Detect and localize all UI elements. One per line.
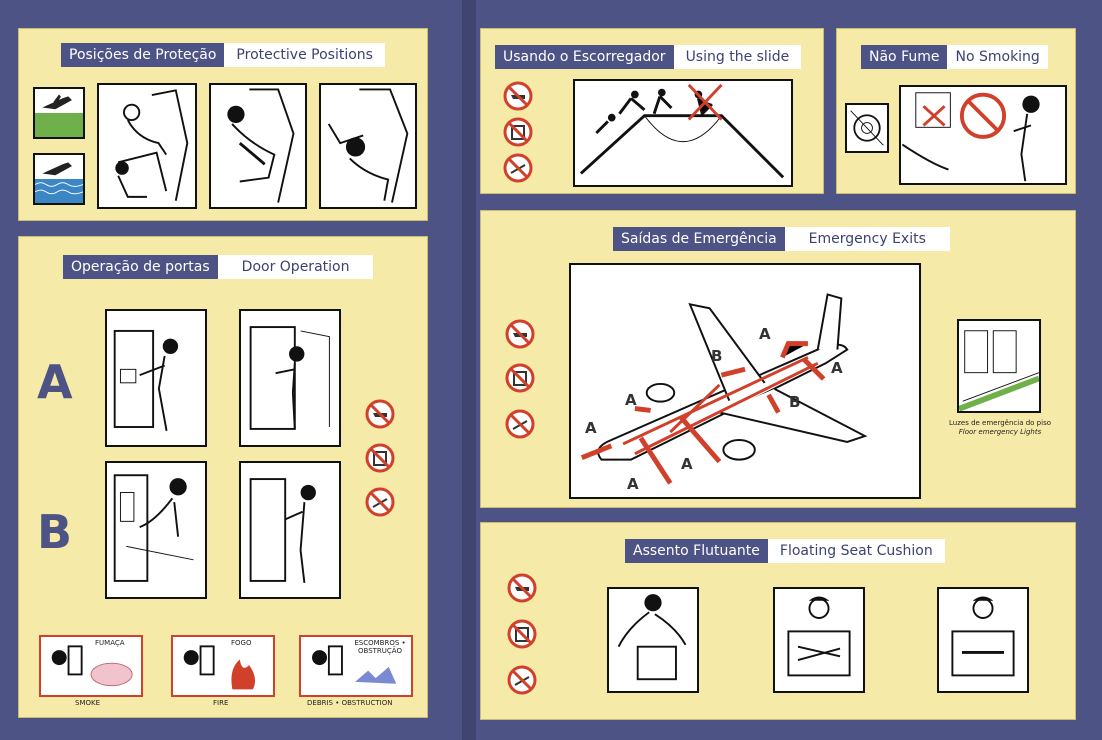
door-operation-header: Operação de portas Door Operation bbox=[63, 255, 374, 279]
header-pt: Assento Flutuante bbox=[625, 539, 768, 563]
smoke-label-pt: FUMAÇA bbox=[95, 639, 125, 647]
page-fold bbox=[462, 0, 476, 740]
no-heels-icon bbox=[365, 399, 395, 429]
exit-label: B bbox=[789, 393, 801, 411]
exit-label: A bbox=[759, 325, 771, 343]
plane-land-icon bbox=[33, 87, 85, 139]
header-pt: Operação de portas bbox=[63, 255, 218, 279]
aircraft-exits-diagram: A B A A B A A A bbox=[569, 263, 921, 499]
brace-position-1 bbox=[97, 83, 197, 209]
debris-label-en: DEBRIS • OBSTRUCTION bbox=[307, 699, 393, 707]
no-bag-icon bbox=[365, 443, 395, 473]
door-operation-panel: Operação de portas Door Operation A B FU… bbox=[18, 236, 428, 718]
no-bag-icon bbox=[503, 117, 533, 147]
header-en: Using the slide bbox=[673, 45, 802, 69]
emergency-exits-header: Saídas de Emergência Emergency Exits bbox=[613, 227, 950, 251]
door-a-step-2 bbox=[239, 309, 341, 447]
floating-seat-panel: Assento Flutuante Floating Seat Cushion bbox=[480, 522, 1076, 720]
no-bag-icon bbox=[507, 619, 537, 649]
slide-header: Usando o Escorregador Using the slide bbox=[495, 45, 802, 69]
exit-label: A bbox=[627, 475, 639, 493]
door-b-step-1 bbox=[105, 461, 207, 599]
no-smoking-header: Não Fume No Smoking bbox=[861, 45, 1048, 69]
emergency-exits-panel: Saídas de Emergência Emergency Exits A B bbox=[480, 210, 1076, 508]
exit-label: A bbox=[831, 359, 843, 377]
no-heels-icon bbox=[505, 319, 535, 349]
no-bag-icon bbox=[505, 363, 535, 393]
plane-water-icon bbox=[33, 153, 85, 205]
no-sharp-icon bbox=[505, 409, 535, 439]
no-sharp-icon bbox=[507, 665, 537, 695]
seat-cushion-step-3 bbox=[937, 587, 1029, 693]
brace-position-3 bbox=[319, 83, 417, 209]
fire-warning: FOGO bbox=[171, 635, 275, 697]
header-en: Protective Positions bbox=[224, 43, 385, 67]
no-sharp-icon bbox=[365, 487, 395, 517]
exit-label: A bbox=[681, 455, 693, 473]
seat-cushion-step-2 bbox=[773, 587, 865, 693]
floating-seat-header: Assento Flutuante Floating Seat Cushion bbox=[625, 539, 945, 563]
header-pt: Não Fume bbox=[861, 45, 948, 69]
protective-positions-header: Posições de Proteção Protective Position… bbox=[61, 43, 385, 67]
no-smoking-illustration bbox=[899, 85, 1067, 185]
seat-cushion-step-1 bbox=[607, 587, 699, 693]
exit-label: A bbox=[585, 419, 597, 437]
header-en: Emergency Exits bbox=[784, 227, 950, 251]
slide-illustration bbox=[573, 79, 793, 187]
floor-lights-pt: Luzes de emergência do piso bbox=[949, 419, 1051, 427]
debris-warning: ESCOMBROS • OBSTRUÇÃO bbox=[299, 635, 413, 697]
header-pt: Posições de Proteção bbox=[61, 43, 225, 67]
no-sharp-icon bbox=[503, 153, 533, 183]
door-a-step-1 bbox=[105, 309, 207, 447]
header-en: No Smoking bbox=[947, 45, 1048, 69]
header-pt: Saídas de Emergência bbox=[613, 227, 785, 251]
header-en: Door Operation bbox=[217, 255, 374, 279]
no-heels-icon bbox=[503, 81, 533, 111]
fire-label-en: FIRE bbox=[213, 699, 229, 707]
header-en: Floating Seat Cushion bbox=[767, 539, 945, 563]
smoke-detector-icon bbox=[845, 103, 889, 153]
smoke-label-en: SMOKE bbox=[75, 699, 101, 707]
door-a-letter: A bbox=[37, 355, 73, 409]
header-pt: Usando o Escorregador bbox=[495, 45, 674, 69]
protective-positions-panel: Posições de Proteção Protective Position… bbox=[18, 28, 428, 221]
smoke-warning: FUMAÇA bbox=[39, 635, 143, 697]
exit-label: B bbox=[711, 347, 723, 365]
slide-panel: Usando o Escorregador Using the slide bbox=[480, 28, 824, 194]
fire-label-pt: FOGO bbox=[231, 639, 252, 647]
door-b-letter: B bbox=[37, 505, 73, 559]
floor-lights-en: Floor emergency Lights bbox=[958, 428, 1042, 436]
door-b-step-2 bbox=[239, 461, 341, 599]
exit-label: A bbox=[625, 391, 637, 409]
no-smoking-panel: Não Fume No Smoking bbox=[836, 28, 1076, 194]
brace-position-2 bbox=[209, 83, 307, 209]
no-heels-icon bbox=[507, 573, 537, 603]
debris-label-pt: ESCOMBROS • OBSTRUÇÃO bbox=[354, 639, 406, 655]
floor-lights-illustration bbox=[957, 319, 1041, 413]
